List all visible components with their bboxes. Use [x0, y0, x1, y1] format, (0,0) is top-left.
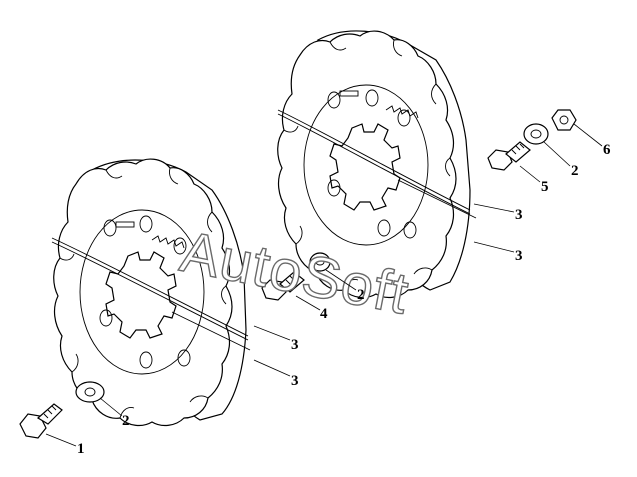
part-label-1: 1 — [77, 441, 85, 457]
washer-part-2-left — [75, 381, 105, 403]
part-label-5: 5 — [541, 179, 549, 195]
part-label-2-right: 2 — [571, 163, 579, 179]
stud-part-4 — [261, 271, 305, 301]
part-label-3-rear-upper: 3 — [515, 207, 523, 223]
part-label-2-middle: 2 — [357, 287, 365, 303]
front-splined-bore — [105, 251, 177, 339]
part-label-3-front-upper: 3 — [291, 337, 299, 353]
rear-sprocket-assembly — [277, 30, 477, 299]
part-label-2-left: 2 — [122, 413, 130, 429]
front-sprocket-assembly — [51, 158, 251, 427]
stud-part-5 — [487, 141, 531, 171]
rear-spring — [385, 105, 419, 119]
washer-part-2-right — [523, 123, 549, 145]
hex-bolt-part-1 — [19, 403, 63, 439]
front-spring — [151, 235, 185, 249]
part-label-6: 6 — [603, 142, 611, 158]
part-label-3-rear-lower: 3 — [515, 248, 523, 264]
front-hub-ring — [79, 209, 205, 375]
part-label-4: 4 — [320, 306, 328, 322]
part-label-3-front-lower: 3 — [291, 373, 299, 389]
rear-hub-ring — [303, 84, 429, 246]
washer-part-2-middle — [309, 252, 331, 272]
hex-nut-part-6 — [551, 109, 577, 131]
leader-lines — [45, 123, 603, 447]
